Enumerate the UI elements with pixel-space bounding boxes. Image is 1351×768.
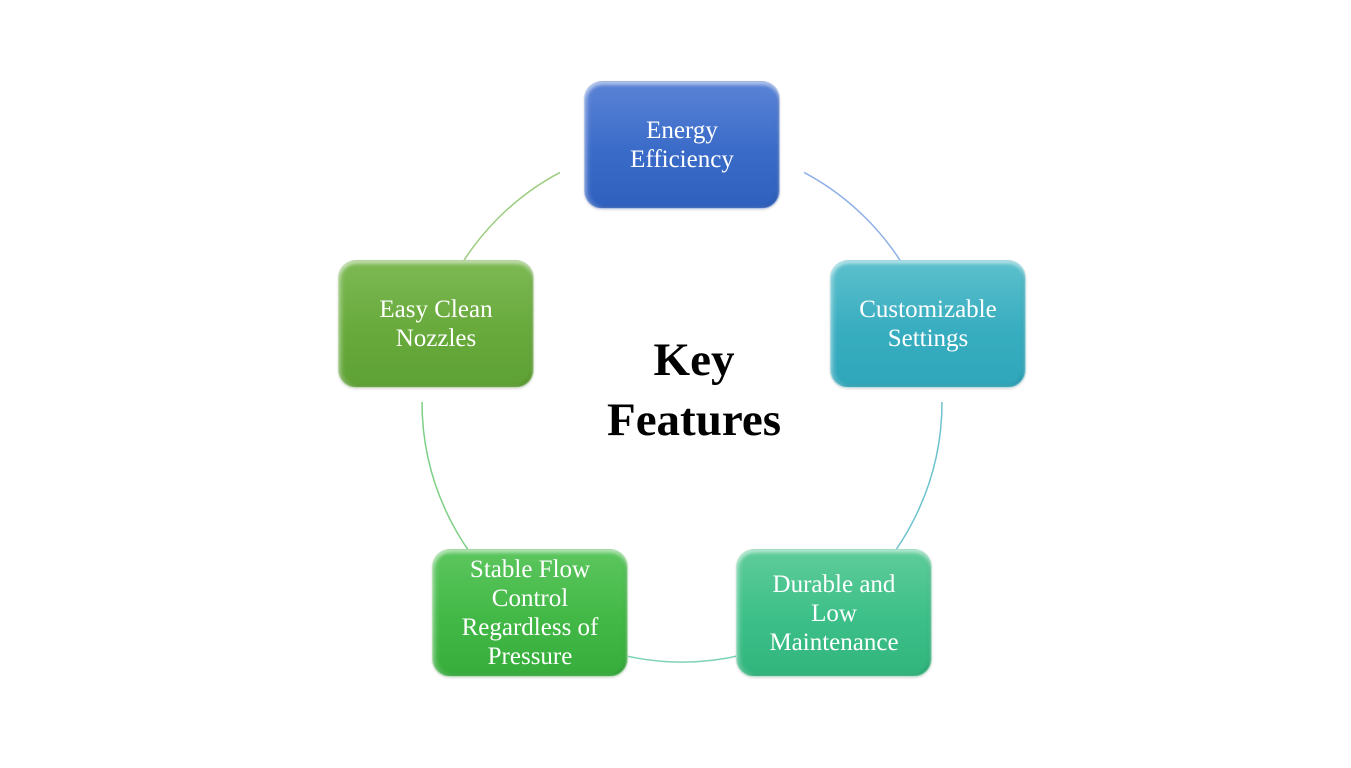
- node-label-line: Stable Flow: [469, 556, 591, 583]
- connector-arc: [623, 654, 741, 663]
- node-label-line: Customizable: [859, 296, 997, 323]
- node-label-line: Maintenance: [769, 628, 899, 656]
- node-label-line: Control: [491, 585, 569, 612]
- node-customizable-settings: Customizable Settings: [830, 260, 1026, 388]
- node-label-line: Durable and: [772, 570, 896, 598]
- node-label-line: Efficiency: [630, 146, 734, 173]
- node-durable-low-maintenance: Durable and Low Maintenance: [736, 549, 932, 677]
- node-label-line: Pressure: [487, 643, 573, 670]
- node-energy-efficiency: Energy Efficiency: [584, 81, 780, 209]
- node-label-line: Nozzles: [395, 325, 477, 352]
- node-label-line: Low: [811, 599, 857, 627]
- node-label-line: Settings: [887, 325, 969, 352]
- center-title-line: Key: [653, 334, 735, 386]
- node-label-line: Regardless of: [461, 614, 599, 641]
- center-title-line: Features: [606, 394, 782, 446]
- node-stable-flow-control: Stable Flow Control Regardless of Pressu…: [432, 549, 628, 677]
- node-label-line: Easy Clean: [379, 296, 493, 323]
- node-easy-clean-nozzles: Easy Clean Nozzles: [338, 260, 534, 388]
- node-label-line: Energy: [646, 117, 718, 144]
- center-title: Key Features: [582, 330, 806, 450]
